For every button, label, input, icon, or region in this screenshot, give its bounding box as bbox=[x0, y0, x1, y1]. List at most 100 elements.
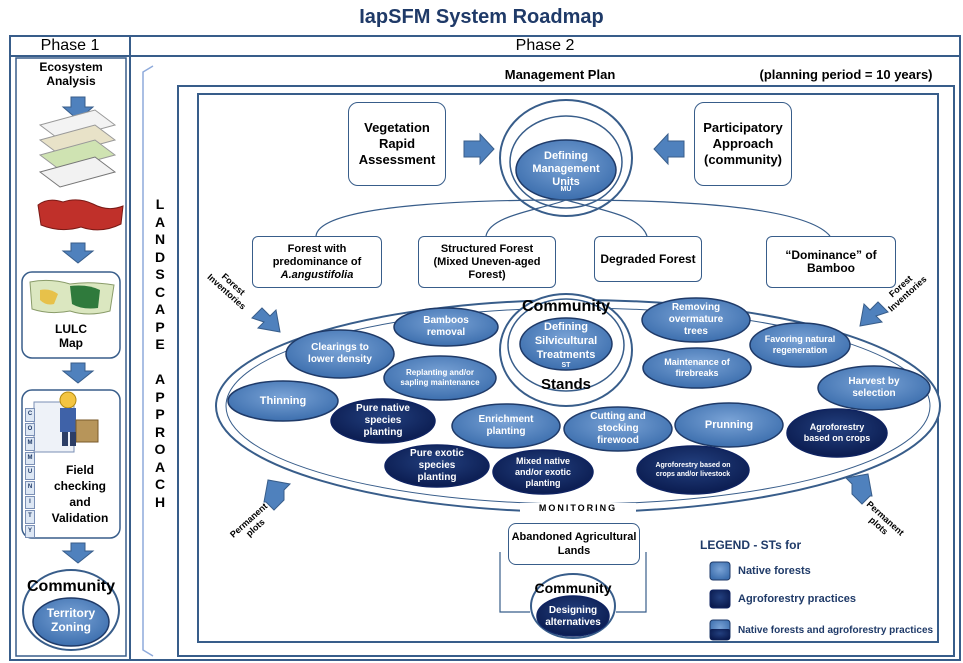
abandoned-lands-box: Abandoned Agricultural Lands bbox=[508, 523, 640, 565]
arrow-forest-inv-left bbox=[251, 307, 281, 333]
check-letter-0: C bbox=[25, 408, 35, 422]
legend-swatch-agro bbox=[709, 589, 731, 609]
landscape-letter-12: P bbox=[155, 406, 165, 422]
treatment-ellipse-8 bbox=[492, 449, 594, 495]
treatment-label-9: Removing overmature trees bbox=[668, 302, 724, 337]
landscape-letter-3: D bbox=[154, 248, 166, 265]
treatment-ellipse-2 bbox=[383, 355, 497, 401]
landscape-letter-8: E bbox=[155, 336, 165, 352]
treatment-ellipse-9 bbox=[641, 297, 751, 343]
abandoned-lands-label: Abandoned Agricultural Lands bbox=[511, 531, 637, 557]
forest-type-1-line3: Forest) bbox=[468, 268, 506, 281]
check-letter-3: M bbox=[25, 451, 35, 466]
treatment-ellipse-1 bbox=[285, 329, 395, 379]
phase2-header: Phase 2 bbox=[515, 37, 575, 54]
forest-type-1-line1: Structured Forest bbox=[440, 242, 534, 255]
planning-period-label: (planning period = 10 years) bbox=[759, 67, 933, 82]
legend-both-label: Native forests and agroforestry practice… bbox=[738, 625, 934, 636]
ecosystem-layers-image bbox=[37, 109, 124, 231]
lulc-map-image bbox=[29, 279, 115, 315]
page-title: IapSFM System Roadmap bbox=[359, 6, 604, 28]
treatment-ellipse-7 bbox=[384, 444, 490, 488]
treatment-ellipse-4 bbox=[330, 398, 436, 444]
treatment-label-15: Agroforestry based on crops and/or lives… bbox=[655, 462, 731, 478]
treatment-label-5: Enrichment planting bbox=[478, 414, 534, 437]
stands-community-label: Community bbox=[522, 298, 610, 315]
landscape-letter-14: O bbox=[154, 441, 166, 457]
vegetation-assessment-label: Vegetation Rapid Assessment bbox=[358, 120, 436, 167]
defining-st-label: Defining Silvicultural Treatments bbox=[534, 321, 598, 361]
landscape-letter-13: R bbox=[154, 423, 166, 440]
defining-mu-label: Defining Management Units bbox=[532, 150, 600, 188]
territory-zoning-label: Territory Zoning bbox=[46, 606, 96, 634]
treatment-label-13: Prunning bbox=[704, 418, 754, 431]
treatment-label-12: Harvest by selection bbox=[848, 376, 900, 399]
landscape-letter-15: A bbox=[154, 458, 166, 475]
treatment-label-11: Maintenance of firebreaks bbox=[664, 357, 730, 378]
lulc-map-label: LULC Map bbox=[55, 322, 87, 350]
stands-inner-ring bbox=[507, 298, 625, 392]
check-letter-5: N bbox=[25, 480, 35, 495]
treatment-label-7: Pure exotic species planting bbox=[410, 448, 464, 483]
phase1-header: Phase 1 bbox=[40, 37, 100, 54]
designing-alternatives-label: Designing alternatives bbox=[545, 605, 601, 628]
ecosystem-analysis-label: Ecosystem Analysis bbox=[39, 60, 103, 88]
treatment-label-10: Favoring natural regeneration bbox=[764, 334, 836, 355]
treatment-ellipse-0 bbox=[393, 307, 499, 347]
mu-middle-ring bbox=[509, 115, 623, 209]
treatment-ellipse-15 bbox=[636, 445, 750, 495]
arrow-down-2 bbox=[61, 242, 95, 264]
management-plan-inner-frame bbox=[197, 93, 939, 643]
outer-frame bbox=[9, 35, 961, 661]
arrow-forest-inv-right bbox=[859, 301, 889, 327]
landscape-letter-10: A bbox=[154, 371, 166, 387]
arrow-down-3 bbox=[61, 362, 95, 384]
legend-swatch-native bbox=[709, 561, 731, 581]
designing-ellipse bbox=[536, 595, 610, 637]
treatment-label-2: Replanting and/or sapling maintenance bbox=[400, 368, 480, 387]
arrow-right-mu bbox=[463, 132, 495, 166]
treatment-label-1: Clearings to lower density bbox=[308, 342, 372, 365]
treatment-label-0: Bamboos removal bbox=[423, 315, 469, 338]
treatment-ellipse-6 bbox=[563, 406, 673, 452]
treatment-ellipse-5 bbox=[451, 403, 561, 449]
check-letter-4: U bbox=[25, 466, 35, 480]
vegetation-assessment-box: Vegetation Rapid Assessment bbox=[348, 102, 446, 186]
branch-lines bbox=[315, 199, 831, 237]
arrow-permanent-left bbox=[263, 479, 292, 511]
forest-type-3-line2: Bamboo bbox=[807, 261, 855, 275]
check-letter-2: M bbox=[25, 437, 35, 451]
landscape-letter-11: P bbox=[155, 388, 165, 405]
st-abbr: ST bbox=[561, 362, 571, 369]
legend-swatch-both-inner bbox=[710, 629, 730, 640]
forest-type-0-line2: predominance of bbox=[272, 255, 362, 268]
monitoring-label: MONITORING bbox=[520, 503, 636, 513]
check-letter-7: T bbox=[25, 510, 35, 524]
arrow-left-mu bbox=[653, 132, 685, 166]
phase1-column bbox=[15, 57, 127, 657]
landscape-letter-16: C bbox=[154, 476, 166, 492]
forest-type-0-line3: A.angustifolia bbox=[280, 268, 354, 281]
landscape-letter-9 bbox=[150, 354, 170, 372]
landscape-letter-5: C bbox=[154, 283, 166, 300]
landscape-letter-2: N bbox=[154, 231, 166, 247]
landscape-letter-17: H bbox=[154, 493, 166, 510]
territory-zoning-ellipse bbox=[32, 597, 110, 647]
forest-type-0-line1: Forest with bbox=[287, 242, 347, 255]
treatment-label-6: Cutting and stocking firewood bbox=[590, 411, 646, 446]
treatment-label-3: Thinning bbox=[259, 394, 307, 407]
treatment-ellipse-10 bbox=[749, 322, 851, 368]
stands-label: Stands bbox=[540, 376, 591, 393]
abandoned-bracket bbox=[499, 552, 647, 613]
treatment-ellipse-13 bbox=[674, 402, 784, 448]
landscape-letter-6: A bbox=[154, 301, 166, 317]
landscape-bracket bbox=[142, 65, 154, 657]
forest-type-box-2: Degraded Forest bbox=[594, 236, 702, 282]
phase1-community-label: Community bbox=[27, 578, 115, 595]
landscape-letter-7: P bbox=[155, 318, 165, 335]
field-checking-label: Field checking and Validation bbox=[51, 463, 109, 525]
